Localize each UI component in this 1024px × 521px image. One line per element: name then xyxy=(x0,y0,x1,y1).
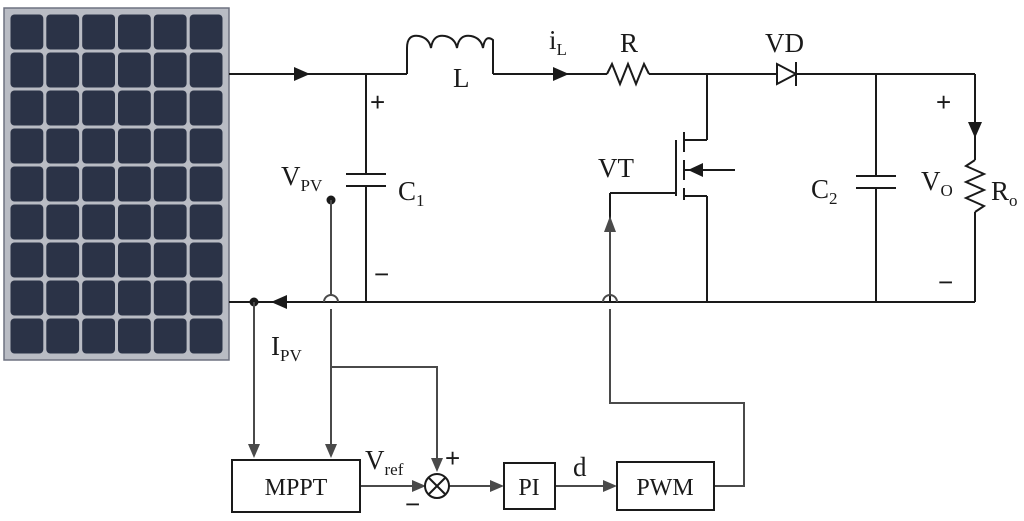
duty-label: d xyxy=(573,452,587,482)
solar-cell xyxy=(46,52,80,88)
summing-junction-icon xyxy=(424,473,450,499)
solar-cell xyxy=(118,318,151,354)
solar-cell xyxy=(10,280,44,316)
c1-label: C1 xyxy=(398,176,425,210)
solar-cell xyxy=(153,52,187,88)
mppt-label: MPPT xyxy=(265,475,328,501)
solar-cell xyxy=(82,128,115,164)
vref-label: Vref xyxy=(365,445,404,479)
solar-cell xyxy=(189,90,223,126)
solar-cell xyxy=(10,52,44,88)
solar-cell xyxy=(82,242,115,278)
solar-cell xyxy=(10,204,44,240)
solar-cell xyxy=(118,90,151,126)
solar-cell xyxy=(189,242,223,278)
solar-cell xyxy=(82,166,115,202)
solar-cell xyxy=(153,204,187,240)
solar-cell xyxy=(189,52,223,88)
solar-cell xyxy=(153,14,187,50)
control-wiring xyxy=(248,195,745,492)
solar-cell xyxy=(10,242,44,278)
resistor-label: R xyxy=(620,28,638,58)
solar-cell xyxy=(10,166,44,202)
solar-panel-icon xyxy=(3,7,230,361)
solar-cell xyxy=(82,204,115,240)
pi-block: PI xyxy=(503,462,556,510)
solar-cell xyxy=(153,318,187,354)
solar-cell xyxy=(118,242,151,278)
pwm-label: PWM xyxy=(636,475,693,501)
solar-cell xyxy=(189,204,223,240)
vo-label: VO xyxy=(921,166,953,200)
solar-cell xyxy=(118,14,151,50)
vpv-label: VPV xyxy=(281,161,323,195)
solar-cell xyxy=(46,280,80,316)
solar-cell xyxy=(82,52,115,88)
solar-cell xyxy=(189,318,223,354)
sum-plus-sign: + xyxy=(445,443,460,473)
solar-cell xyxy=(153,280,187,316)
solar-cell xyxy=(118,52,151,88)
solar-cell xyxy=(118,166,151,202)
solar-cell xyxy=(82,280,115,316)
power-circuit xyxy=(229,34,987,303)
current-label: iL xyxy=(549,25,567,59)
solar-cell xyxy=(82,90,115,126)
solar-cell xyxy=(46,318,80,354)
arrow-icon xyxy=(553,67,569,81)
solar-cell xyxy=(153,90,187,126)
solar-cell xyxy=(10,318,44,354)
input-minus-sign: − xyxy=(374,259,389,289)
mppt-block: MPPT xyxy=(231,459,361,513)
c2-label: C2 xyxy=(811,174,838,208)
solar-cell xyxy=(118,204,151,240)
arrow-icon xyxy=(271,295,287,309)
solar-cell xyxy=(10,14,44,50)
output-plus-sign: + xyxy=(936,87,951,117)
input-plus-sign: + xyxy=(370,87,385,117)
inductor-label: L xyxy=(453,63,470,93)
solar-cell xyxy=(46,14,80,50)
solar-cell xyxy=(46,204,80,240)
solar-cell xyxy=(189,14,223,50)
solar-cell xyxy=(153,128,187,164)
pi-label: PI xyxy=(518,475,539,501)
solar-cell xyxy=(10,128,44,164)
ro-label: Ro xyxy=(991,176,1018,210)
solar-cell xyxy=(46,128,80,164)
solar-cell xyxy=(118,280,151,316)
diode-icon xyxy=(776,62,799,86)
output-minus-sign: − xyxy=(938,267,953,297)
solar-cell xyxy=(10,90,44,126)
solar-cell xyxy=(153,166,187,202)
solar-cell xyxy=(189,128,223,164)
solar-cell xyxy=(46,242,80,278)
arrow-icon xyxy=(294,67,310,81)
solar-cell xyxy=(82,14,115,50)
solar-cell xyxy=(82,318,115,354)
diode-label: VD xyxy=(765,28,804,58)
solar-cell xyxy=(153,242,187,278)
pwm-block: PWM xyxy=(616,461,715,511)
solar-cell xyxy=(189,280,223,316)
solar-cell xyxy=(118,128,151,164)
solar-cell xyxy=(46,166,80,202)
switch-label: VT xyxy=(598,153,634,183)
solar-cell xyxy=(189,166,223,202)
sum-minus-sign: − xyxy=(405,489,420,519)
ipv-label: IPV xyxy=(271,331,302,365)
solar-cell xyxy=(46,90,80,126)
